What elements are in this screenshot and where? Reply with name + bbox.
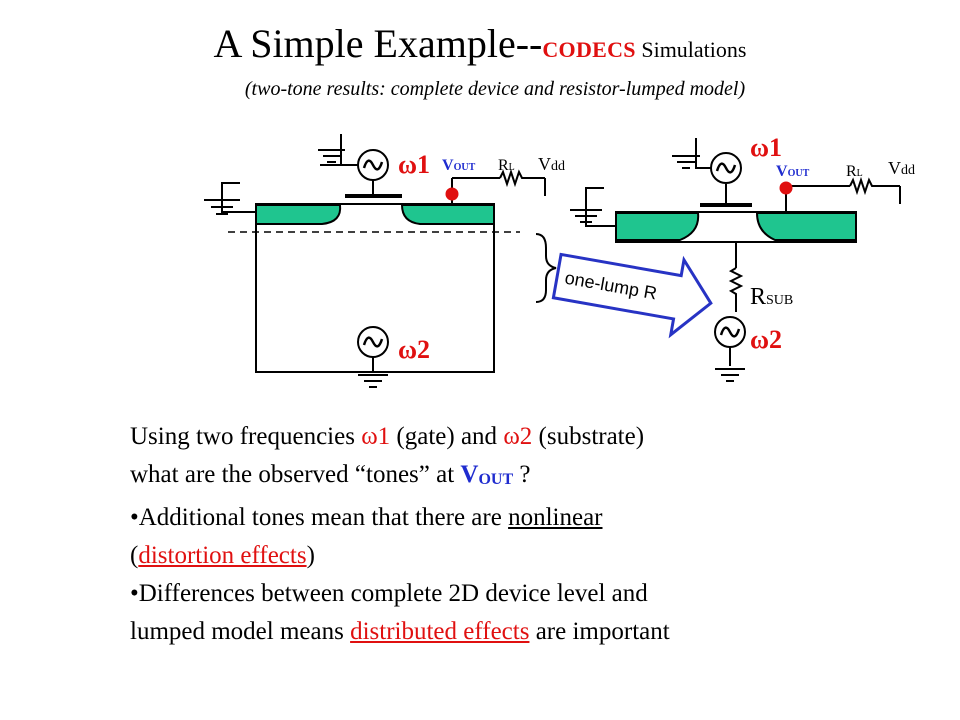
left-omega2-label: ω2 <box>398 335 430 364</box>
bullet-nonlinear: •Additional tones mean that there are no… <box>130 504 603 531</box>
left-bottom-ground <box>358 357 388 388</box>
page-title: A Simple Example--CODECS Simulations <box>0 22 960 72</box>
left-vout-label: VOUT <box>442 157 476 174</box>
explanation-text: Using two frequencies ω1 (gate) and ω2 (… <box>130 418 850 651</box>
left-load-resistor <box>499 168 545 188</box>
right-vout-node <box>779 181 793 195</box>
right-vout-label: VOUT <box>776 163 810 180</box>
one-lump-arrow: one-lump R <box>551 252 713 339</box>
bullet-distributed: •Differences between complete 2D device … <box>130 580 648 607</box>
left-rl-label: RL <box>498 157 515 174</box>
bullet-distributed-cont: lumped model means distributed effects a… <box>130 618 670 645</box>
lump-brace <box>535 233 557 303</box>
left-vout-node <box>445 187 459 201</box>
right-omega2-label: ω2 <box>750 325 782 354</box>
title-simulations: Simulations <box>635 37 747 62</box>
left-circuit <box>204 134 546 373</box>
right-circuit <box>570 138 901 382</box>
left-vdd-label: Vdd <box>538 154 565 174</box>
bullet-nonlinear-cont: (distortion effects) <box>130 542 315 569</box>
text-line-1: Using two frequencies ω1 (gate) and ω2 (… <box>130 423 645 450</box>
right-omega1-label: ω1 <box>750 133 782 162</box>
text-line-2: what are the observed “tones” at VOUT ? <box>130 461 531 488</box>
right-load-resistor <box>849 176 900 196</box>
title-main: A Simple Example-- <box>213 21 543 66</box>
right-rl-label: RL <box>846 163 863 180</box>
right-vdd-label: Vdd <box>888 158 915 178</box>
page-subtitle: (two-tone results: complete device and r… <box>244 78 746 100</box>
right-source-diffusion <box>615 212 700 241</box>
rsub-label: RSUB <box>750 284 793 310</box>
left-drain-diffusion <box>400 204 495 225</box>
left-source-diffusion <box>255 204 342 225</box>
rsub-resistor <box>728 267 744 312</box>
title-codecs: CODECS <box>542 37 636 62</box>
left-omega1-label: ω1 <box>398 150 430 179</box>
right-drain-diffusion <box>755 212 857 241</box>
